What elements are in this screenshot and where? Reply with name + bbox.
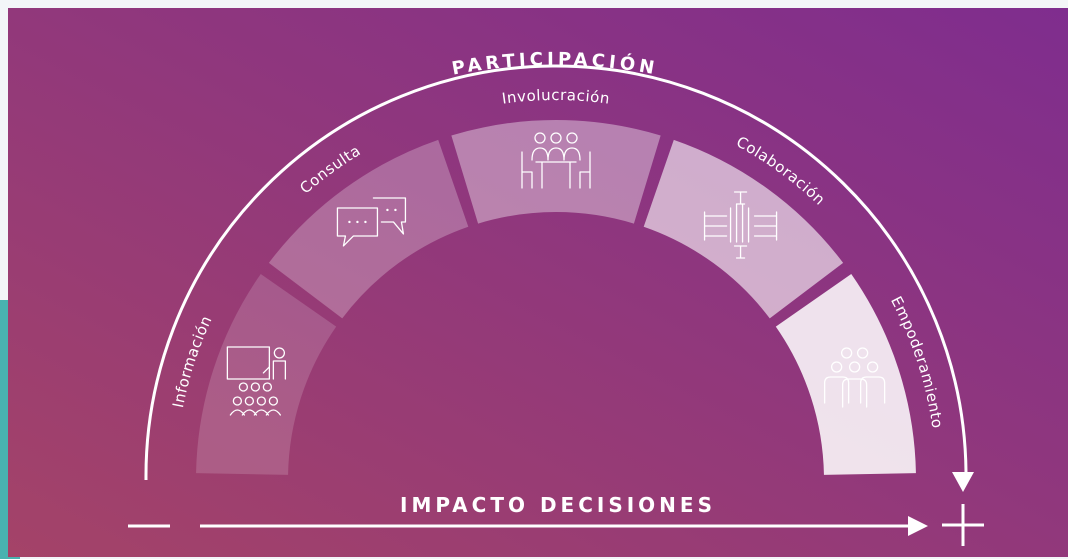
- segment-consulta: [268, 139, 469, 319]
- participation-arrowhead: [952, 472, 974, 492]
- meeting-table-icon: [521, 132, 591, 189]
- icons-layer: [226, 132, 886, 416]
- segment-label: Involucración: [501, 86, 611, 108]
- segment-colaboracion: [643, 139, 844, 319]
- segment-involucracion: [451, 119, 661, 224]
- stacked-hands-icon: [703, 191, 778, 259]
- axis-label: IMPACTO DECISIONES: [400, 493, 716, 517]
- presentation-audience-icon: [226, 346, 287, 416]
- chat-bubbles-icon: [336, 197, 407, 247]
- segment-empoderamiento: [775, 274, 916, 475]
- participation-arc: [144, 64, 968, 481]
- segments-layer: [196, 119, 916, 475]
- impact-axis-arrowhead: [908, 516, 928, 536]
- group-people-icon: [823, 347, 886, 408]
- segment-informacion: [196, 274, 337, 475]
- plus-icon: [942, 504, 984, 546]
